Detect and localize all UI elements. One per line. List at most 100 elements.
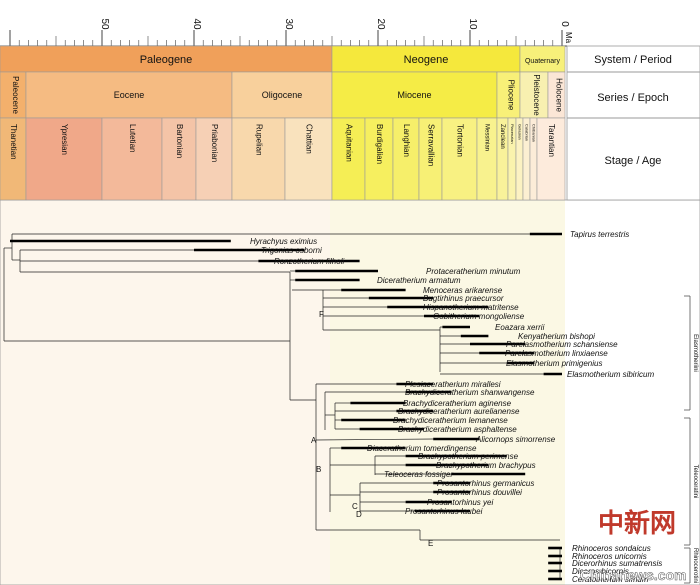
stage-cell: [331, 117, 366, 201]
axis-tick-label: 0: [559, 21, 570, 27]
node-label: B: [316, 465, 321, 474]
taxon-label: Trigonias osborni: [261, 246, 322, 255]
taxon-label: Brachypotherium perimense: [418, 452, 519, 461]
taxon-label: Elasmotherium primigenius: [506, 359, 602, 368]
epoch-label: Miocene: [397, 90, 431, 100]
stage-cell: [0, 117, 27, 201]
taxon-label: Tapirus terrestris: [570, 230, 629, 239]
taxon-label: Parelasmotherium linxiaense: [505, 349, 608, 358]
stage-label: Gelasian: [517, 124, 522, 140]
taxon-label: Brachydiceratherium aginense: [403, 399, 512, 408]
epoch-label: Paleocene: [11, 76, 20, 114]
stage-label: Messinian: [483, 124, 489, 151]
period-cell: [331, 45, 521, 73]
watermark-url: Chinanews.com: [580, 567, 687, 583]
taxon-label: Kenyatherium bishopi: [518, 332, 595, 341]
period-cell: [0, 45, 333, 73]
taxon-label: Prosantorhinus laubei: [405, 507, 483, 516]
taxon-label: Rhinoceros sondaicus: [572, 544, 651, 553]
taxon-label: Plesiaceratherium mirallesi: [405, 380, 501, 389]
epoch-label: Pleistocene: [532, 74, 541, 116]
stage-label: Ypresian: [60, 124, 69, 155]
stage-label: Chibanian: [531, 124, 536, 142]
stage-cell: [25, 117, 103, 201]
watermark-logo: 中新网: [598, 508, 676, 539]
taxon-label: Alicornops simorrense: [475, 435, 556, 444]
stage-cell: [284, 117, 333, 201]
taxon-label: Prosantorhinus yei: [427, 498, 493, 507]
stage-cell: [441, 117, 478, 201]
taxon-label: Ronzotherium filholi: [274, 257, 344, 266]
epoch-cell: [25, 71, 233, 119]
taxon-label: Prosantorhinus douvillei: [437, 488, 522, 497]
taxon-label: Dicerorhinus sumatrensis: [572, 559, 662, 568]
node-label: D: [356, 510, 362, 519]
taxon-label: Brachypotherium brachypus: [436, 461, 536, 470]
epoch-label: Pliocene: [507, 80, 516, 111]
stage-label: Tarantian: [547, 124, 556, 157]
epoch-label: Holocene: [555, 78, 564, 112]
stage-label: Priabonian: [210, 124, 219, 162]
node-label: A: [311, 436, 317, 445]
taxon-label: Brachydiceratherium lemanense: [393, 416, 508, 425]
epoch-header-label: Series / Epoch: [597, 92, 669, 104]
taxon-label: Diceratherium armatum: [377, 276, 461, 285]
taxon-label: Brachydiceratherium aurelianense: [398, 407, 520, 416]
stage-label: Chattian: [304, 124, 313, 154]
taxon-label: Hyrachyus eximius: [250, 237, 317, 246]
stage-label: Tortonian: [455, 124, 464, 157]
period-cell: [519, 45, 566, 73]
stage-cell: [231, 117, 286, 201]
stage-header-label: Stage / Age: [605, 155, 662, 167]
stage-label: Lutetian: [128, 124, 137, 152]
stage-label: Zanclean: [499, 124, 505, 149]
epoch-cell: [231, 71, 333, 119]
taxon-label: Protaceratherium minutum: [426, 267, 521, 276]
axis-tick-label: 20: [375, 18, 386, 30]
axis-tick-label: 50: [99, 18, 110, 30]
taxon-label: Elasmotherium sibiricum: [567, 370, 654, 379]
stage-cell: [161, 117, 197, 201]
stage-cell: [101, 117, 163, 201]
group-label: Teleoceratini: [692, 465, 698, 499]
stage-label: Langhian: [402, 124, 411, 157]
header-label-box: [566, 45, 700, 201]
stage-cell: [536, 117, 566, 201]
epoch-cell: [0, 71, 27, 119]
group-label: Rhinocerotini: [692, 548, 698, 583]
node-label: F: [319, 310, 324, 319]
axis-unit-label: Ma: [564, 32, 573, 44]
stage-label: Piacenzian: [510, 124, 515, 144]
stage-label: Rupelian: [254, 124, 263, 156]
period-header-label: System / Period: [594, 54, 672, 66]
period-label: Paleogene: [140, 54, 193, 66]
taxon-label: Menoceras arikarense: [423, 286, 503, 295]
stage-label: Aquitanian: [344, 124, 353, 162]
node-label: E: [428, 539, 433, 548]
stage-label: Calabrian: [524, 124, 529, 141]
group-label: Elasmotheriini: [692, 334, 698, 372]
taxon-label: Ceratotherium simum: [572, 575, 649, 584]
stage-cell: [392, 117, 420, 201]
taxon-label: Rhinoceros unicornis: [572, 552, 647, 561]
taxon-label: Prosantorhinus germanicus: [437, 479, 534, 488]
tree-branch: [315, 438, 434, 441]
axis-tick-label: 40: [191, 18, 202, 30]
taxon-label: Brachydiceratherium asphaltense: [398, 425, 517, 434]
stage-label: Burdigalian: [375, 124, 384, 164]
epoch-label: Oligocene: [262, 90, 303, 100]
taxon-label: Gobitherium mongoliense: [433, 312, 525, 321]
axis-tick-label: 30: [283, 18, 294, 30]
taxon-label: Parelasmotherium schansiense: [506, 340, 618, 349]
taxon-label: Bugtirhinus praecursor: [423, 294, 504, 303]
stage-label: Thanetian: [9, 124, 18, 160]
axis-tick-label: 10: [467, 18, 478, 30]
period-label: Neogene: [404, 54, 449, 66]
epoch-label: Eocene: [114, 90, 145, 100]
taxon-label: Diceros bicornis: [572, 567, 629, 576]
taxon-label: Eoazara xerrii: [495, 323, 545, 332]
node-label: C: [352, 502, 358, 511]
taxon-label: Diaceratherium tomerdingense: [367, 444, 477, 453]
stage-label: Serravallian: [426, 124, 435, 166]
